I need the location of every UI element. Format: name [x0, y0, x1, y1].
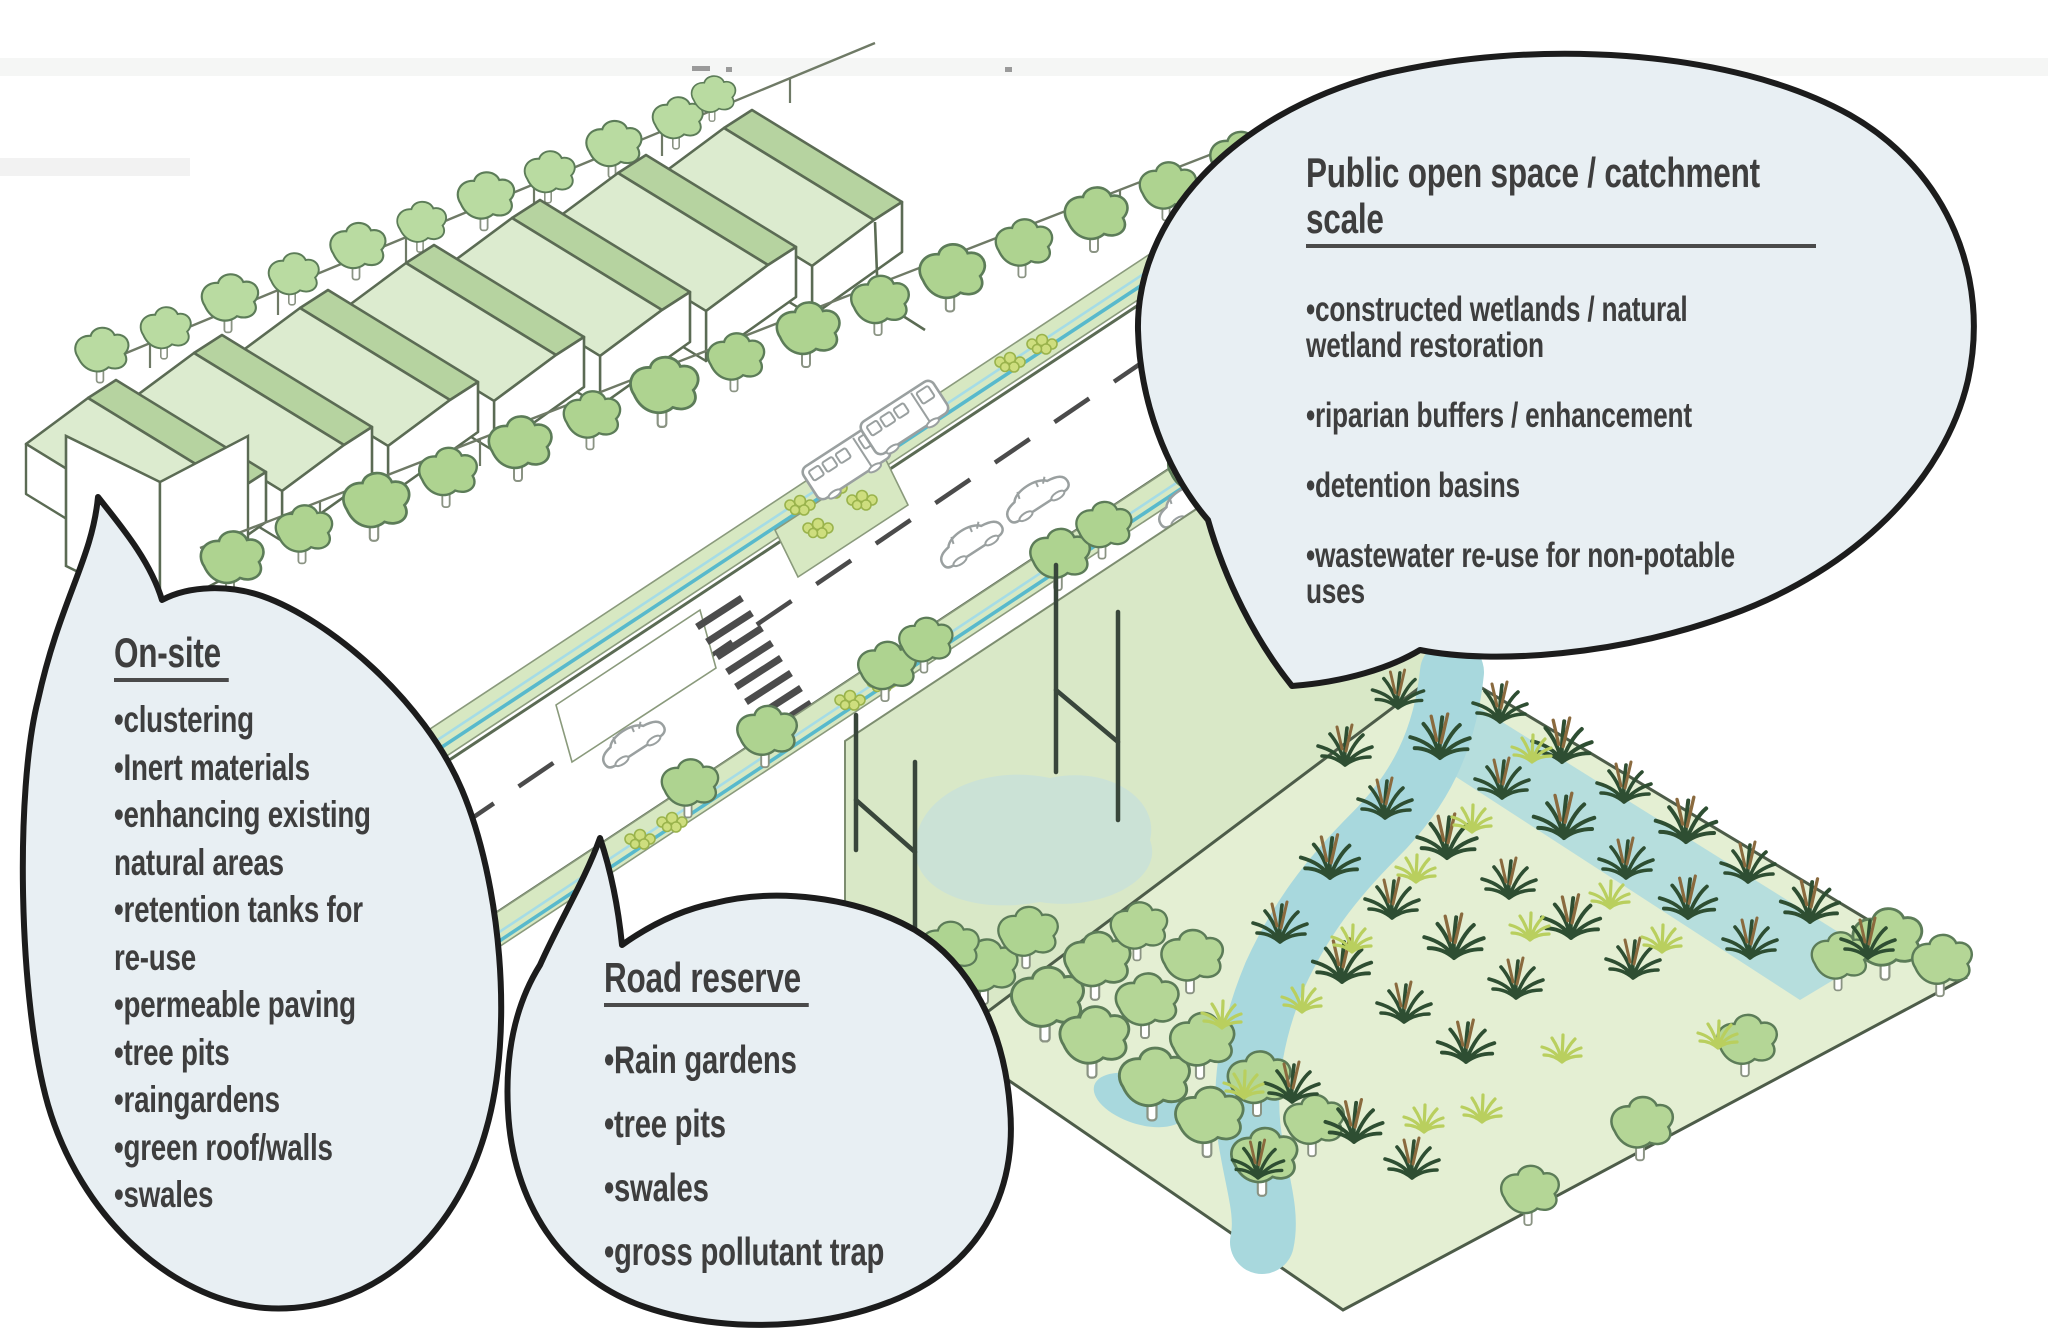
wetland — [947, 640, 1974, 1312]
parked-car — [931, 509, 1009, 574]
public-open-space-line: •constructed wetlands / natural — [1306, 290, 1688, 329]
public-open-space-line: wetland restoration — [1306, 326, 1544, 365]
road-reserve-item: •gross pollutant trap — [604, 1231, 885, 1274]
public-open-space-line: •riparian buffers / enhancement — [1306, 396, 1692, 435]
field-pond — [914, 774, 1153, 906]
parked-car — [997, 464, 1075, 529]
onsite-line: •green roof/walls — [114, 1126, 333, 1168]
onsite-line: •clustering — [114, 699, 254, 740]
onsite-line: •tree pits — [114, 1031, 230, 1073]
road-reserve-bubble-text: Road reserve •Rain gardens •tree pits •s… — [604, 955, 1024, 1273]
road-reserve-item: •swales — [604, 1167, 709, 1210]
road-centerline — [338, 226, 1342, 910]
onsite-line: •enhancing existing — [114, 794, 371, 835]
road-reserve-item: •Rain gardens — [604, 1039, 797, 1082]
backyard-trees — [74, 41, 876, 384]
speech-bubble-public-open-space — [1134, 50, 1977, 689]
onsite-title: On-site — [114, 630, 229, 682]
public-open-space-line: •detention basins — [1306, 466, 1520, 505]
speech-bubble-road-reserve — [504, 835, 1014, 1328]
onsite-line: •permeable paving — [114, 984, 356, 1025]
road-reserve-item: •tree pits — [604, 1103, 726, 1146]
public-open-space-title: Public open space / catchment scale — [1306, 150, 1816, 248]
public-open-space-bubble-text: Public open space / catchment scale •con… — [1306, 150, 1816, 610]
public-open-space-line: •wastewater re-use for non-potable — [1306, 536, 1735, 575]
public-open-space-line: uses — [1306, 572, 1365, 611]
speech-bubble-onsite — [19, 494, 505, 1312]
onsite-line: •raingardens — [114, 1079, 280, 1120]
street-trees — [199, 130, 1326, 819]
speech-bubbles — [19, 50, 1977, 1328]
road-reserve-title: Road reserve — [604, 955, 809, 1007]
onsite-line: natural areas — [114, 841, 284, 883]
goalposts — [853, 562, 1121, 965]
onsite-line: •swales — [114, 1174, 214, 1215]
onsite-line: •retention tanks for — [114, 889, 363, 930]
onsite-bubble-text: On-site •clustering •Inert materials •en… — [114, 630, 459, 1219]
wetland-pool — [1430, 705, 1875, 1000]
onsite-line: •Inert materials — [114, 746, 310, 788]
onsite-line: re-use — [114, 936, 196, 978]
